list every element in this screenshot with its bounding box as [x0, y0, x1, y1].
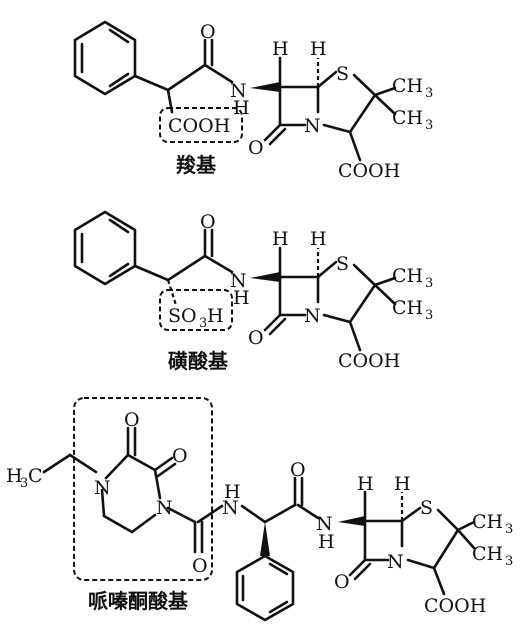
so3h-h: H: [207, 305, 224, 327]
caption-piperazinedione: 哌嗪酮酸基: [88, 589, 189, 613]
subscript-3: 3: [505, 522, 513, 537]
atom-s: S: [336, 63, 349, 85]
atom-n: N: [304, 115, 321, 137]
cooh-label: COOH: [338, 350, 400, 372]
subscript-3: 3: [505, 554, 513, 569]
atom-h: H: [233, 97, 250, 119]
atom-n: N: [387, 551, 404, 573]
caption-sulfonic: 磺酸基: [168, 349, 229, 373]
atom-n: N: [222, 497, 239, 519]
so3h-label: SO: [168, 305, 197, 327]
structure-piperazinedione: [42, 397, 476, 622]
atom-s: S: [420, 497, 433, 519]
methyl-label: CH: [392, 265, 423, 287]
atom-o: O: [200, 211, 216, 233]
atom-n: N: [156, 497, 173, 519]
atom-h: H: [318, 531, 335, 553]
atom-o: O: [172, 445, 188, 467]
structure-carboxyl-labels: O N H H H S N O CH 3 CH 3 COOH COOH 羧基: [168, 21, 433, 182]
atom-o: O: [200, 21, 216, 43]
atom-o: O: [248, 327, 264, 349]
methyl-label: CH: [472, 511, 503, 533]
subscript-3: 3: [425, 86, 433, 101]
caption-carboxyl: 羧基: [176, 153, 217, 177]
atom-h: H: [233, 287, 250, 309]
atom-o: O: [248, 137, 264, 159]
atom-n: N: [304, 305, 321, 327]
atom-n: N: [230, 80, 247, 102]
subscript-3: 3: [425, 276, 433, 291]
cooh-label: COOH: [424, 595, 486, 617]
methyl-label: CH: [472, 543, 503, 565]
atom-h: H: [272, 38, 289, 60]
atom-n: N: [316, 513, 333, 535]
subscript-3: 3: [425, 118, 433, 133]
structure-sulfonic: [73, 210, 397, 352]
structure-sulfonic-labels: O N H H H S N O CH 3 CH 3 SO 3 H COOH 磺酸…: [168, 211, 433, 373]
structure-piperazinedione-labels: H 3 C N N O O O H N O N H H H S N O CH 3…: [6, 409, 513, 617]
atom-n: N: [94, 477, 111, 499]
atom-o: O: [124, 409, 140, 431]
ethyl-h: H: [6, 465, 23, 487]
methyl-label: CH: [392, 297, 423, 319]
methyl-label: CH: [392, 75, 423, 97]
atom-h: H: [357, 473, 374, 495]
structure-carboxyl: [73, 20, 397, 162]
atom-n: N: [230, 270, 247, 292]
atom-h: H: [394, 473, 411, 495]
atom-h: H: [272, 228, 289, 250]
ethyl-c: C: [28, 465, 43, 487]
ethyl-subscript: 3: [20, 476, 28, 491]
cooh-label: COOH: [338, 160, 400, 182]
subscript-3: 3: [425, 308, 433, 323]
atom-h: H: [310, 228, 327, 250]
cooh-label: COOH: [168, 115, 230, 137]
atom-o: O: [192, 555, 208, 577]
atom-s: S: [336, 253, 349, 275]
atom-h: H: [224, 481, 241, 503]
atom-h: H: [310, 38, 327, 60]
methyl-label: CH: [392, 107, 423, 129]
atom-o: O: [334, 571, 350, 593]
atom-o: O: [290, 459, 306, 481]
so3h-subscript: 3: [199, 316, 207, 331]
